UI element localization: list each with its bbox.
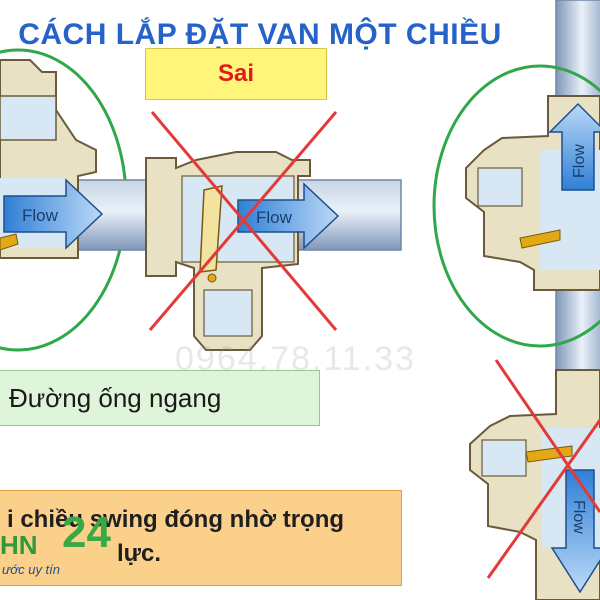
logo-letters: HN <box>0 530 38 560</box>
middle-flow-arrow <box>237 182 340 250</box>
right-top-highlight-circle <box>432 64 600 348</box>
left-valve-group: Flow <box>0 48 161 352</box>
middle-hinge <box>207 273 217 283</box>
left-valve-inner <box>0 95 57 141</box>
logo-digit: 24 <box>62 508 111 557</box>
horizontal-pipe-label: Đường ống ngang <box>0 370 320 426</box>
middle-valve-group: Flow <box>145 111 402 351</box>
page-title: CÁCH LẮP ĐẶT VAN MỘT CHIỀU <box>18 18 502 51</box>
right-bottom-flow-arrow <box>550 469 600 594</box>
right-top-flow-label: Flow <box>571 144 588 178</box>
right-bottom-flow-label: Flow <box>570 500 587 534</box>
logo-tagline: ước uy tín <box>2 562 61 577</box>
right-top-valve-inner <box>477 167 523 207</box>
swing-note-line-1: i chiều swing đóng nhờ trọng <box>7 506 345 533</box>
middle-flow-label: Flow <box>256 208 293 227</box>
right-top-disc <box>519 229 561 249</box>
right-mid-pipe <box>555 289 600 371</box>
right-top-valve-group: Flow <box>432 0 600 371</box>
left-flow-label: Flow <box>22 206 59 225</box>
right-top-pipe <box>555 0 600 97</box>
right-bottom-valve-group: Flow <box>469 359 600 600</box>
middle-cross-line-b <box>148 111 338 331</box>
swing-note-line-2: lực. <box>117 540 162 567</box>
right-bottom-cross-line-a <box>494 359 600 513</box>
wrong-label: Sai <box>217 60 255 87</box>
left-flow-arrow <box>3 178 104 250</box>
left-disc <box>0 233 19 251</box>
wrong-label-box: Sai <box>145 48 327 100</box>
swing-note-box: i chiều swing đóng nhờ trọng lực. <box>0 490 402 586</box>
right-bottom-valve-inner <box>481 439 527 477</box>
right-top-flow-arrow <box>548 102 600 191</box>
right-bottom-cross-line-b <box>486 419 600 579</box>
middle-valve-bonnet <box>203 289 253 337</box>
